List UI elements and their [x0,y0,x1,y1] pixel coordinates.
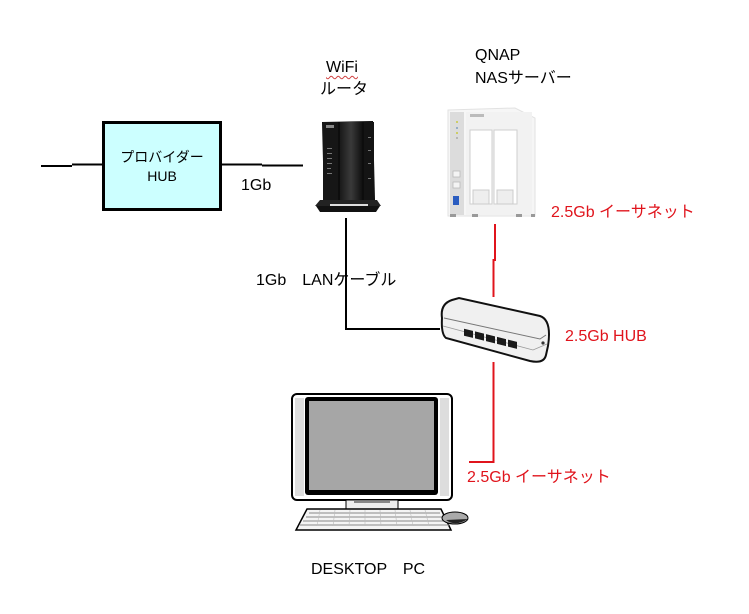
link-nas-to-switch [492,224,496,297]
desktop-label: DESKTOP PC [311,561,426,578]
nas-label-line1: QNAP [475,47,521,64]
nas-icon [447,107,536,217]
switch-label: 2.5Gb HUB [565,328,647,345]
wifi-router-icon [315,121,381,212]
link-label-switch-to-desktop: 2.5Gb イーサネット [467,469,611,486]
provider-hub-label-line1: プロバイダー [120,149,204,165]
switch-icon [440,296,550,363]
link-switch-to-desktop [469,362,495,463]
router-label-line2: ルータ [320,81,369,98]
link-label-provider-to-router: 1Gb [241,177,272,194]
nas-label-line2: NASサーバー [475,70,572,87]
provider-hub-label-line2: HUB [147,168,177,184]
router-label-line1: WiFi [326,59,358,76]
provider-hub-box: プロバイダー HUB [102,121,222,211]
link-router-to-switch [345,218,440,330]
wan-line [41,163,102,167]
link-provider-to-router [220,163,303,167]
desktop-pc-icon [291,393,469,531]
link-label-router-to-switch: 1Gb LANケーブル [256,272,397,289]
link-label-nas-to-switch: 2.5Gb イーサネット [551,204,695,221]
